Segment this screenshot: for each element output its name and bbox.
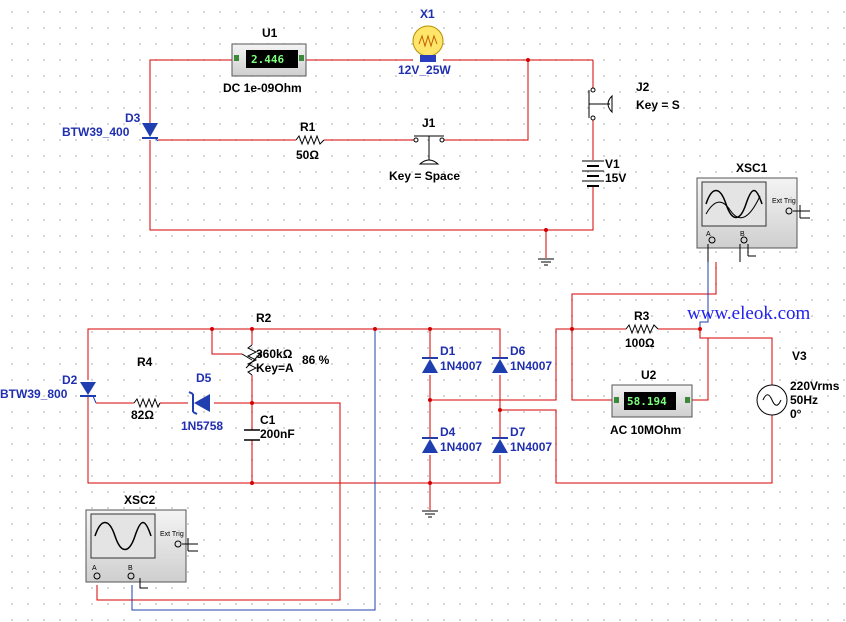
d1-ref: D1	[440, 344, 456, 358]
ground-symbol	[422, 510, 438, 518]
xsc2-ref: XSC2	[124, 493, 156, 507]
j1-switch[interactable]	[413, 135, 445, 165]
d7-part: 1N4007	[510, 440, 552, 454]
d5-ref: D5	[196, 371, 212, 385]
xsc2-channel-a: A	[92, 565, 97, 572]
xsc1-channel-b: B	[740, 231, 745, 238]
u2-ref: U2	[641, 368, 657, 382]
r2-ref: R2	[256, 311, 272, 325]
v3-phase: 0°	[790, 407, 802, 421]
j2-key: Key = S	[636, 98, 680, 112]
r4-ref: R4	[137, 355, 153, 369]
junction-dot	[544, 228, 548, 232]
xsc1-ext-trig: Ext Trig	[772, 198, 796, 205]
d2-part: BTW39_800	[0, 387, 68, 401]
r4-value: 82Ω	[131, 408, 154, 422]
top-circuit-wires	[149, 59, 594, 258]
r1-resistor[interactable]	[295, 134, 325, 146]
r2-potentiometer[interactable]	[241, 344, 263, 376]
u2-spec: AC 10MOhm	[610, 423, 681, 437]
x1-ref: X1	[420, 7, 435, 21]
j1-ref: J1	[422, 116, 436, 130]
u1-spec: DC 1e-09Ohm	[223, 81, 302, 95]
r2-percent: 86 %	[302, 353, 330, 367]
r3-ref: R3	[634, 309, 650, 323]
r4-resistor[interactable]	[133, 397, 161, 409]
xsc2-ext-trig: Ext Trig	[160, 531, 184, 538]
d4-diode[interactable]	[422, 437, 438, 453]
junction-dots	[210, 327, 702, 485]
d6-diode[interactable]	[492, 357, 508, 373]
x1-value: 12V_25W	[398, 63, 451, 77]
xsc2-oscilloscope[interactable]	[85, 509, 187, 583]
v3-ac-source[interactable]	[756, 384, 788, 416]
d2-thyristor[interactable]	[80, 382, 97, 404]
d5-zener-diode[interactable]	[188, 391, 210, 415]
d7-ref: D7	[510, 425, 526, 439]
c1-value: 200nF	[260, 427, 295, 441]
j2-ref: J2	[636, 80, 650, 94]
d3-thyristor[interactable]	[142, 123, 159, 142]
ground-symbol	[538, 258, 554, 266]
watermark: www.eleok.com	[687, 303, 811, 324]
xsc2-terminals	[139, 538, 198, 589]
d6-part: 1N4007	[510, 359, 552, 373]
d2-ref: D2	[62, 373, 78, 387]
d1-part: 1N4007	[440, 359, 482, 373]
u2-reading: 58.194	[627, 395, 667, 408]
d3-part: BTW39_400	[62, 125, 130, 139]
r1-value: 50Ω	[296, 148, 319, 162]
v3-ref: V3	[792, 349, 807, 363]
c1-capacitor[interactable]	[244, 429, 260, 441]
r2-value: 360kΩ	[256, 347, 293, 361]
j1-key: Key = Space	[389, 169, 460, 183]
v3-voltage: 220Vrms	[790, 379, 840, 393]
u2-ac-meter[interactable]: 58.194	[611, 384, 693, 418]
d7-diode[interactable]	[492, 437, 508, 453]
r3-value: 100Ω	[625, 336, 655, 350]
c1-ref: C1	[260, 413, 276, 427]
r3-resistor[interactable]	[625, 323, 659, 335]
xsc1-oscilloscope[interactable]	[696, 177, 798, 249]
junction-dot	[526, 58, 530, 62]
j2-switch[interactable]	[588, 87, 613, 121]
xsc1-ref: XSC1	[736, 161, 768, 175]
bottom-circuit-wires	[87, 262, 773, 611]
xsc2-channel-b: B	[128, 565, 133, 572]
v1-battery[interactable]	[582, 160, 604, 187]
d3-ref: D3	[125, 111, 141, 125]
d6-ref: D6	[510, 344, 526, 358]
d4-part: 1N4007	[440, 440, 482, 454]
v3-frequency: 50Hz	[790, 393, 818, 407]
x1-lamp[interactable]	[412, 25, 444, 62]
v1-ref: V1	[605, 157, 620, 171]
u1-dc-meter[interactable]: 2.446	[231, 43, 307, 77]
v1-value: 15V	[605, 171, 626, 185]
u1-ref: U1	[262, 26, 278, 40]
u1-reading: 2.446	[251, 53, 284, 66]
xsc1-terminals	[707, 205, 810, 262]
xsc1-channel-a: A	[706, 231, 711, 238]
r2-key: Key=A	[256, 361, 294, 375]
r1-ref: R1	[300, 120, 316, 134]
d5-part: 1N5758	[181, 419, 223, 433]
d4-ref: D4	[440, 425, 456, 439]
d1-diode[interactable]	[422, 357, 438, 373]
